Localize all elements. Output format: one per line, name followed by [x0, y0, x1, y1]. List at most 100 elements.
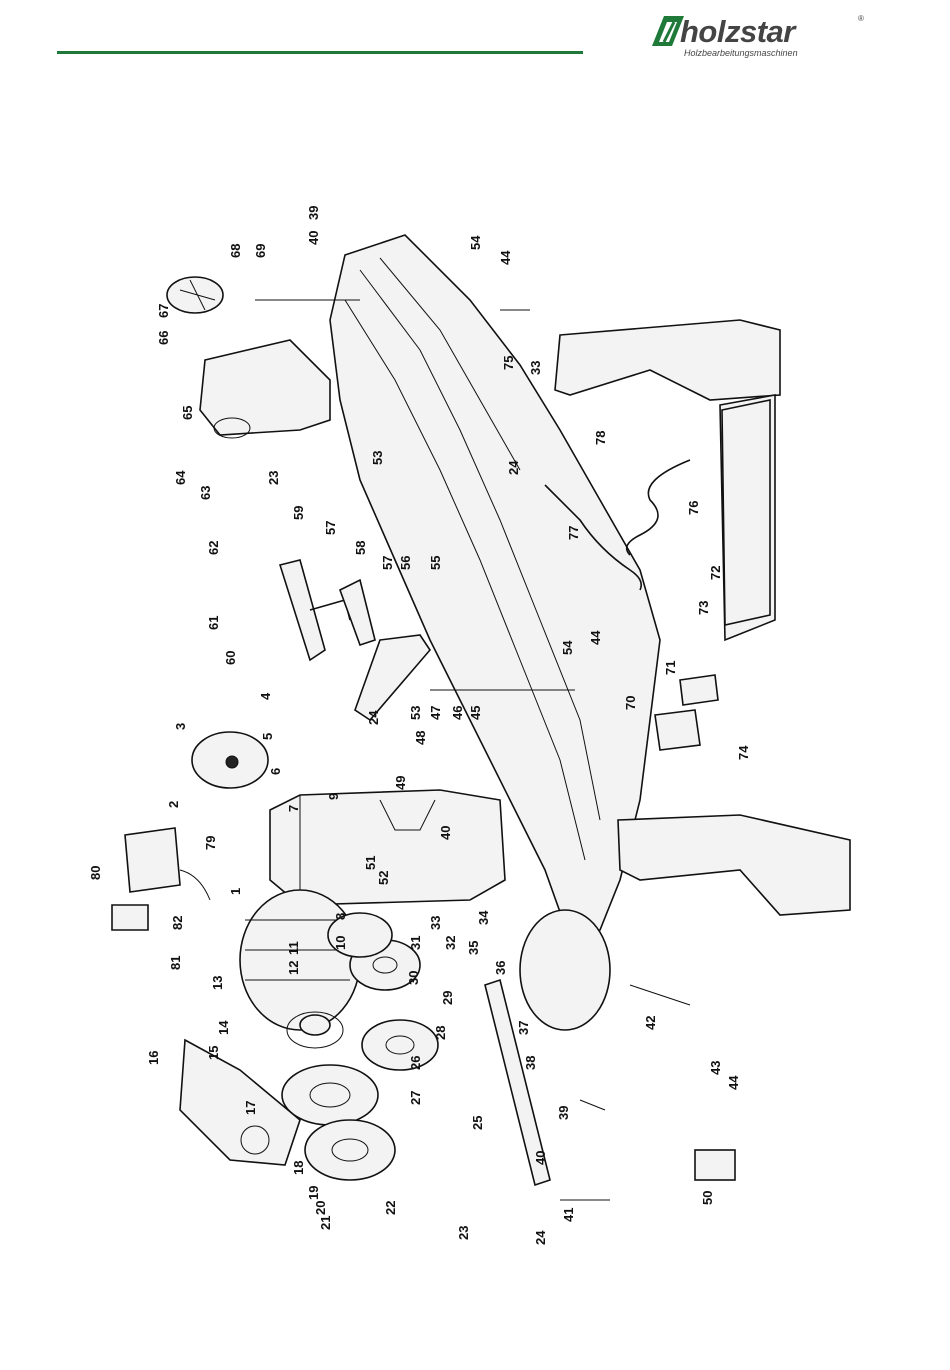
- label-decal: [694, 1149, 736, 1181]
- label-54b: 54: [468, 235, 483, 250]
- label-22: 22: [383, 1201, 398, 1215]
- label-25: 25: [470, 1116, 485, 1130]
- label-45: 45: [468, 706, 483, 720]
- brand-logo[interactable]: holzstar ® Holzbearbeitungsmaschinen: [650, 12, 870, 62]
- label-78: 78: [593, 431, 608, 445]
- label-75: 75: [501, 356, 516, 370]
- label-43: 43: [708, 1061, 723, 1075]
- label-62: 62: [206, 541, 221, 555]
- label-37: 37: [516, 1021, 531, 1035]
- part-number-labels: 1 2 3 4 5 6 7 8 9 10 11 12 13 14 15 16 1…: [88, 206, 751, 1245]
- label-11: 11: [286, 941, 301, 955]
- spindle-shaft: [484, 978, 551, 1187]
- label-44a: 44: [726, 1075, 741, 1090]
- label-64: 64: [173, 470, 188, 485]
- label-76: 76: [686, 501, 701, 515]
- label-26: 26: [408, 1056, 423, 1070]
- label-41: 41: [561, 1208, 576, 1222]
- control-box: [124, 827, 211, 901]
- spindle-ring: [519, 909, 611, 1031]
- label-65: 65: [180, 406, 195, 420]
- tool-rest: [278, 559, 432, 722]
- motor: [239, 889, 361, 1049]
- label-50: 50: [700, 1191, 715, 1205]
- label-44b: 44: [498, 250, 513, 265]
- electrical-boxes: [654, 674, 719, 751]
- label-1: 1: [228, 888, 243, 895]
- label-5: 5: [260, 733, 275, 740]
- leader-lines: [255, 299, 691, 1201]
- label-17: 17: [243, 1101, 258, 1115]
- label-67: 67: [156, 304, 171, 318]
- label-2: 2: [166, 801, 181, 808]
- label-79: 79: [203, 836, 218, 850]
- label-3: 3: [173, 723, 188, 730]
- label-30: 30: [406, 971, 421, 985]
- label-20: 20: [313, 1201, 328, 1215]
- label-59: 59: [291, 506, 306, 520]
- label-21: 21: [318, 1216, 333, 1230]
- label-19: 19: [306, 1186, 321, 1200]
- label-24c: 24: [506, 460, 521, 475]
- label-38: 38: [523, 1056, 538, 1070]
- label-33a: 33: [428, 916, 443, 930]
- faceplate: [191, 731, 269, 789]
- label-16: 16: [146, 1051, 161, 1065]
- label-57b: 57: [323, 521, 338, 535]
- label-39b: 39: [306, 206, 321, 220]
- label-58: 58: [353, 541, 368, 555]
- label-52: 52: [376, 871, 391, 885]
- label-63: 63: [198, 486, 213, 500]
- brand-name: holzstar: [680, 14, 795, 49]
- logo-mark-icon: [652, 16, 684, 46]
- label-14: 14: [216, 1020, 231, 1035]
- label-47: 47: [428, 706, 443, 720]
- label-46: 46: [450, 706, 465, 720]
- label-4: 4: [258, 692, 273, 700]
- tailstock: [199, 339, 331, 439]
- label-54a: 54: [560, 640, 575, 655]
- label-81: 81: [168, 956, 183, 970]
- label-35: 35: [466, 941, 481, 955]
- label-24a: 24: [533, 1230, 548, 1245]
- label-24b: 24: [366, 710, 381, 725]
- label-70: 70: [623, 696, 638, 710]
- label-44c: 44: [588, 630, 603, 645]
- label-9: 9: [326, 793, 341, 800]
- label-53b: 53: [370, 451, 385, 465]
- label-48: 48: [413, 731, 428, 745]
- label-57a: 57: [380, 556, 395, 570]
- label-13: 13: [210, 976, 225, 990]
- brand-tagline: Holzbearbeitungsmaschinen: [684, 48, 798, 58]
- label-69: 69: [253, 244, 268, 258]
- label-31: 31: [408, 936, 423, 950]
- label-73: 73: [696, 601, 711, 615]
- lathe-bed: [329, 234, 661, 942]
- label-8: 8: [333, 913, 348, 920]
- power-cords: [544, 459, 691, 591]
- label-55: 55: [428, 556, 443, 570]
- label-40c: 40: [438, 826, 453, 840]
- label-60: 60: [223, 651, 238, 665]
- label-23b: 23: [266, 471, 281, 485]
- label-51: 51: [363, 856, 378, 870]
- label-61: 61: [206, 616, 221, 630]
- label-6: 6: [268, 768, 283, 775]
- label-80: 80: [88, 866, 103, 880]
- label-12: 12: [286, 961, 301, 975]
- label-40a: 40: [533, 1151, 548, 1165]
- label-68: 68: [228, 244, 243, 258]
- label-42: 42: [643, 1016, 658, 1030]
- label-53a: 53: [408, 706, 423, 720]
- label-72: 72: [708, 566, 723, 580]
- label-32: 32: [443, 936, 458, 950]
- label-40b: 40: [306, 231, 321, 245]
- header-rule: [57, 51, 583, 54]
- label-74: 74: [736, 745, 751, 760]
- label-66: 66: [156, 331, 171, 345]
- label-49: 49: [393, 776, 408, 790]
- label-77: 77: [566, 526, 581, 540]
- label-27: 27: [408, 1091, 423, 1105]
- registered-mark: ®: [858, 14, 864, 23]
